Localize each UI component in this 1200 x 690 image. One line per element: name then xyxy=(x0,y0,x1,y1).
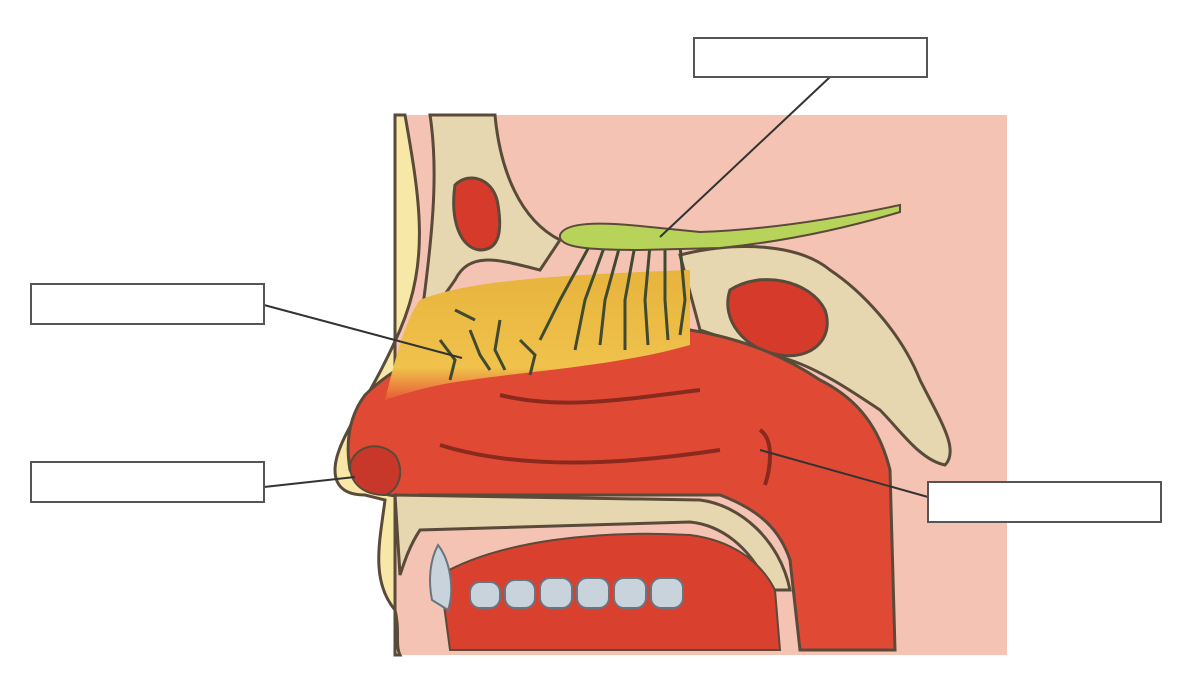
leader-line-top xyxy=(659,76,831,238)
olfactory-nerve-fibers xyxy=(438,244,687,381)
olfactory-bulb-shape xyxy=(559,203,901,252)
nasal-conchae xyxy=(439,388,772,486)
label-box-olfactory-bulb[interactable] xyxy=(693,37,928,78)
leader-line-right xyxy=(759,449,929,498)
olfactory-epithelium-region xyxy=(385,270,690,400)
label-box-nasopharynx[interactable] xyxy=(927,481,1162,523)
sphenoid-sinus xyxy=(726,278,829,358)
nostril-shape xyxy=(348,445,402,497)
label-box-olfactory-epithelium[interactable] xyxy=(30,283,265,325)
leader-line-left-upper xyxy=(263,304,463,359)
label-box-nostril[interactable] xyxy=(30,461,265,503)
teeth xyxy=(429,543,684,612)
hard-palate xyxy=(393,493,792,592)
leader-line-left-lower xyxy=(263,476,356,488)
frontal-sinus xyxy=(452,176,502,252)
